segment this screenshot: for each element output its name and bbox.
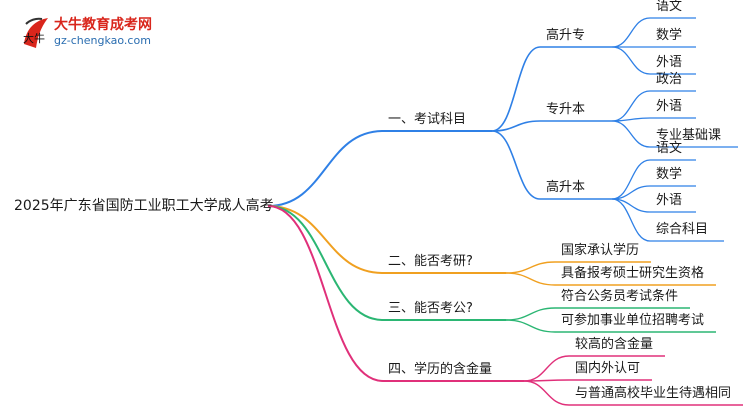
subgroup-3-label: 高升本: [546, 180, 586, 195]
branch-4-label: 四、学历的含金量: [388, 362, 493, 377]
leaf-3-4-label: 综合科目: [656, 222, 709, 237]
leaf-b4-3-label: 与普通高校毕业生待遇相同: [575, 386, 732, 401]
leaf-connector-b2-1: [505, 261, 556, 274]
leaf-3-3-label: 外语: [656, 193, 683, 208]
leaf-2-3-label: 专业基础课: [656, 128, 722, 143]
subgroup-connector-3: [491, 130, 541, 200]
leaf-1-1-label: 语文: [656, 0, 683, 14]
leaf-connector-b3-2: [505, 319, 556, 333]
leaf-2-2-label: 外语: [656, 99, 683, 114]
branch-connector-4: [267, 205, 384, 382]
leaf-3-2-label: 数学: [656, 167, 683, 182]
leaf-b2-1-label: 国家承认学历: [561, 243, 640, 258]
leaf-connector-b4-1: [523, 355, 570, 382]
branch-connector-2: [267, 205, 384, 274]
subgroup-connector-1: [491, 46, 541, 132]
leaf-connector-2-1: [611, 90, 651, 122]
leaf-b4-1-label: 较高的含金量: [575, 337, 654, 352]
leaf-1-3-label: 外语: [656, 55, 683, 70]
leaf-1-2-label: 数学: [656, 28, 683, 43]
leaf-connector-1-1: [611, 17, 651, 48]
logo-mark-icon: 大牛: [23, 17, 48, 48]
leaf-connector-b2-2: [505, 272, 556, 286]
logo-title: 大牛教育成考网: [54, 17, 152, 33]
leaf-connector-2-3: [611, 120, 651, 148]
branch-1-label: 一、考试科目: [388, 112, 467, 127]
leaf-b3-2-label: 可参加事业单位招聘考试: [561, 313, 705, 328]
leaf-connector-b3-1: [505, 307, 556, 321]
subgroup-connector-2: [491, 120, 541, 132]
branch-2-label: 二、能否考研?: [388, 254, 473, 269]
svg-text:大牛: 大牛: [23, 31, 45, 45]
leaf-connector-3-1: [611, 159, 651, 200]
leaf-connector-b4-3: [523, 380, 570, 406]
branch-connector-3: [267, 205, 384, 321]
subgroup-2-label: 专升本: [546, 102, 586, 117]
subgroup-1-label: 高升专: [546, 28, 586, 43]
leaf-2-1-label: 政治: [656, 72, 683, 87]
leaf-b3-1-label: 符合公务员考试条件: [561, 289, 679, 304]
logo-url: gz-chengkao.com: [54, 34, 151, 47]
leaf-connector-1-3: [611, 46, 651, 75]
leaf-b4-2-label: 国内外认可: [575, 361, 641, 376]
leaf-connector-3-4: [611, 198, 651, 242]
branch-connector-1: [267, 130, 384, 207]
leaf-3-1-label: 语文: [656, 141, 683, 156]
branch-3-label: 三、能否考公?: [388, 301, 473, 316]
root-node: 2025年广东省国防工业职工大学成人高考: [14, 198, 274, 214]
leaf-b2-2-label: 具备报考硕士研究生资格: [561, 266, 705, 281]
logo: 大牛 大牛教育成考网 gz-chengkao.com: [20, 14, 170, 54]
